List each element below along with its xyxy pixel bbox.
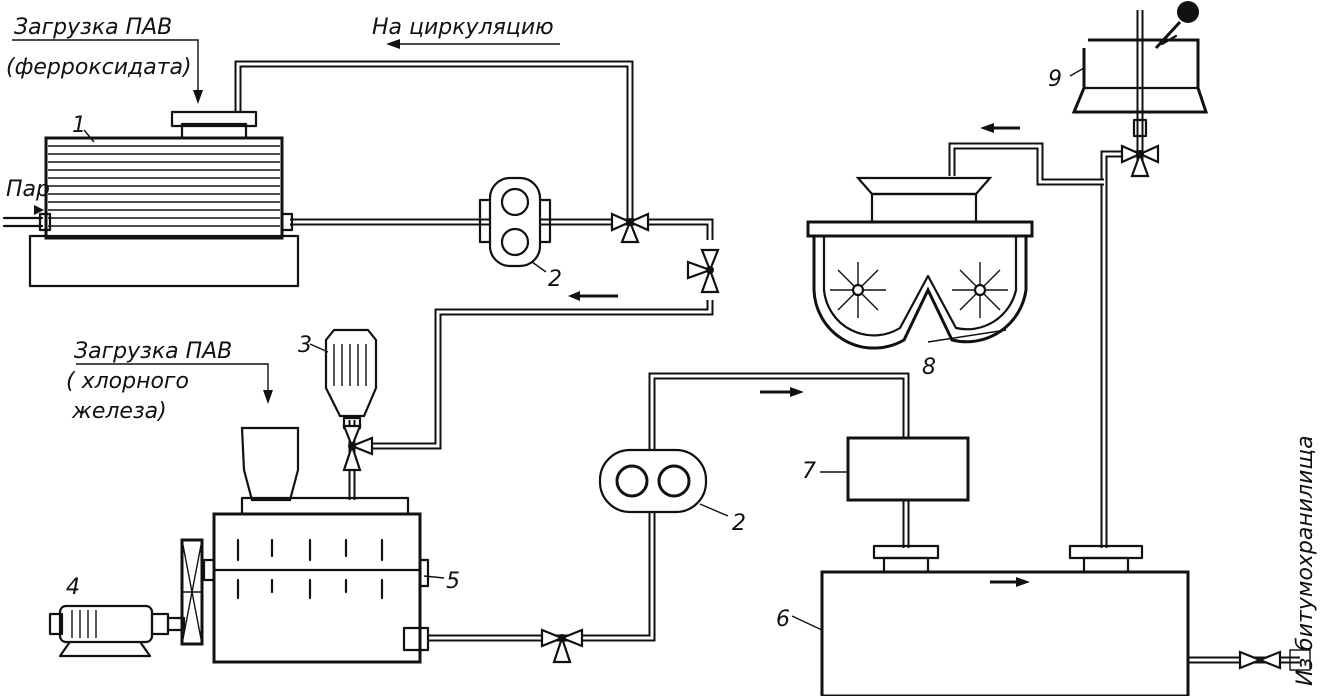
pipes	[234, 10, 1300, 664]
tank-6	[820, 544, 1190, 696]
label-steam: Пар	[6, 177, 50, 202]
valve-9	[1120, 144, 1160, 178]
valve-top-1	[610, 212, 650, 244]
unit-7	[846, 436, 970, 502]
number-6: 6	[776, 607, 790, 632]
flow-arrows	[12, 39, 1030, 587]
number-7: 7	[802, 459, 816, 484]
tank-1-hatch	[170, 110, 258, 128]
float-ball	[1177, 1, 1199, 23]
number-4: 4	[66, 575, 80, 600]
label-load-surfactant-1: Загрузка ПАВ	[14, 15, 172, 40]
number-2-bottom: 2	[732, 511, 746, 536]
leader-lines	[83, 67, 1085, 631]
valve-top-2	[686, 248, 720, 294]
tank-6-body	[820, 570, 1190, 696]
label-to-circulation: На циркуляцию	[372, 15, 554, 40]
mixer-5	[180, 426, 430, 664]
valve-bottom	[540, 628, 584, 664]
arrow-load-2	[76, 363, 269, 392]
tank-1-base	[28, 234, 300, 288]
number-5: 5	[446, 569, 460, 594]
motor-4-body	[58, 604, 154, 644]
tank-1-heater	[2, 110, 300, 288]
dosing-tank-9	[1071, 1, 1209, 138]
pump-2-top-housing	[488, 176, 542, 268]
colloid-mill-8	[806, 176, 1034, 350]
number-3: 3	[298, 333, 312, 358]
motor-4	[48, 604, 186, 658]
valve-inlet	[1238, 649, 1311, 671]
dispenser-3	[324, 328, 378, 430]
unit-7-box	[846, 436, 970, 502]
label-ferroxidate: (ферроксидата)	[6, 55, 192, 80]
arrow-load-1	[12, 39, 199, 94]
number-2-top: 2	[548, 267, 562, 292]
label-ferric-chloride-a: ( хлорного	[66, 369, 189, 394]
tank-1-hatch-neck	[180, 122, 248, 140]
number-8: 8	[922, 355, 936, 380]
number-1: 1	[72, 113, 86, 138]
label-ferric-chloride-b: железа)	[71, 399, 167, 424]
number-9: 9	[1048, 67, 1062, 92]
pump-2-top	[478, 176, 552, 268]
hopper	[240, 426, 300, 502]
label-load-surfactant-2: Загрузка ПАВ	[74, 339, 232, 364]
tank-1-coil-lines	[48, 145, 280, 227]
pump-2-bottom	[598, 448, 708, 514]
mixer-5-body	[212, 512, 422, 664]
tank-1-body	[44, 136, 284, 240]
valve-dispenser	[342, 424, 374, 472]
label-from-bitumen-storage: Из битумохранилища	[1293, 435, 1318, 686]
